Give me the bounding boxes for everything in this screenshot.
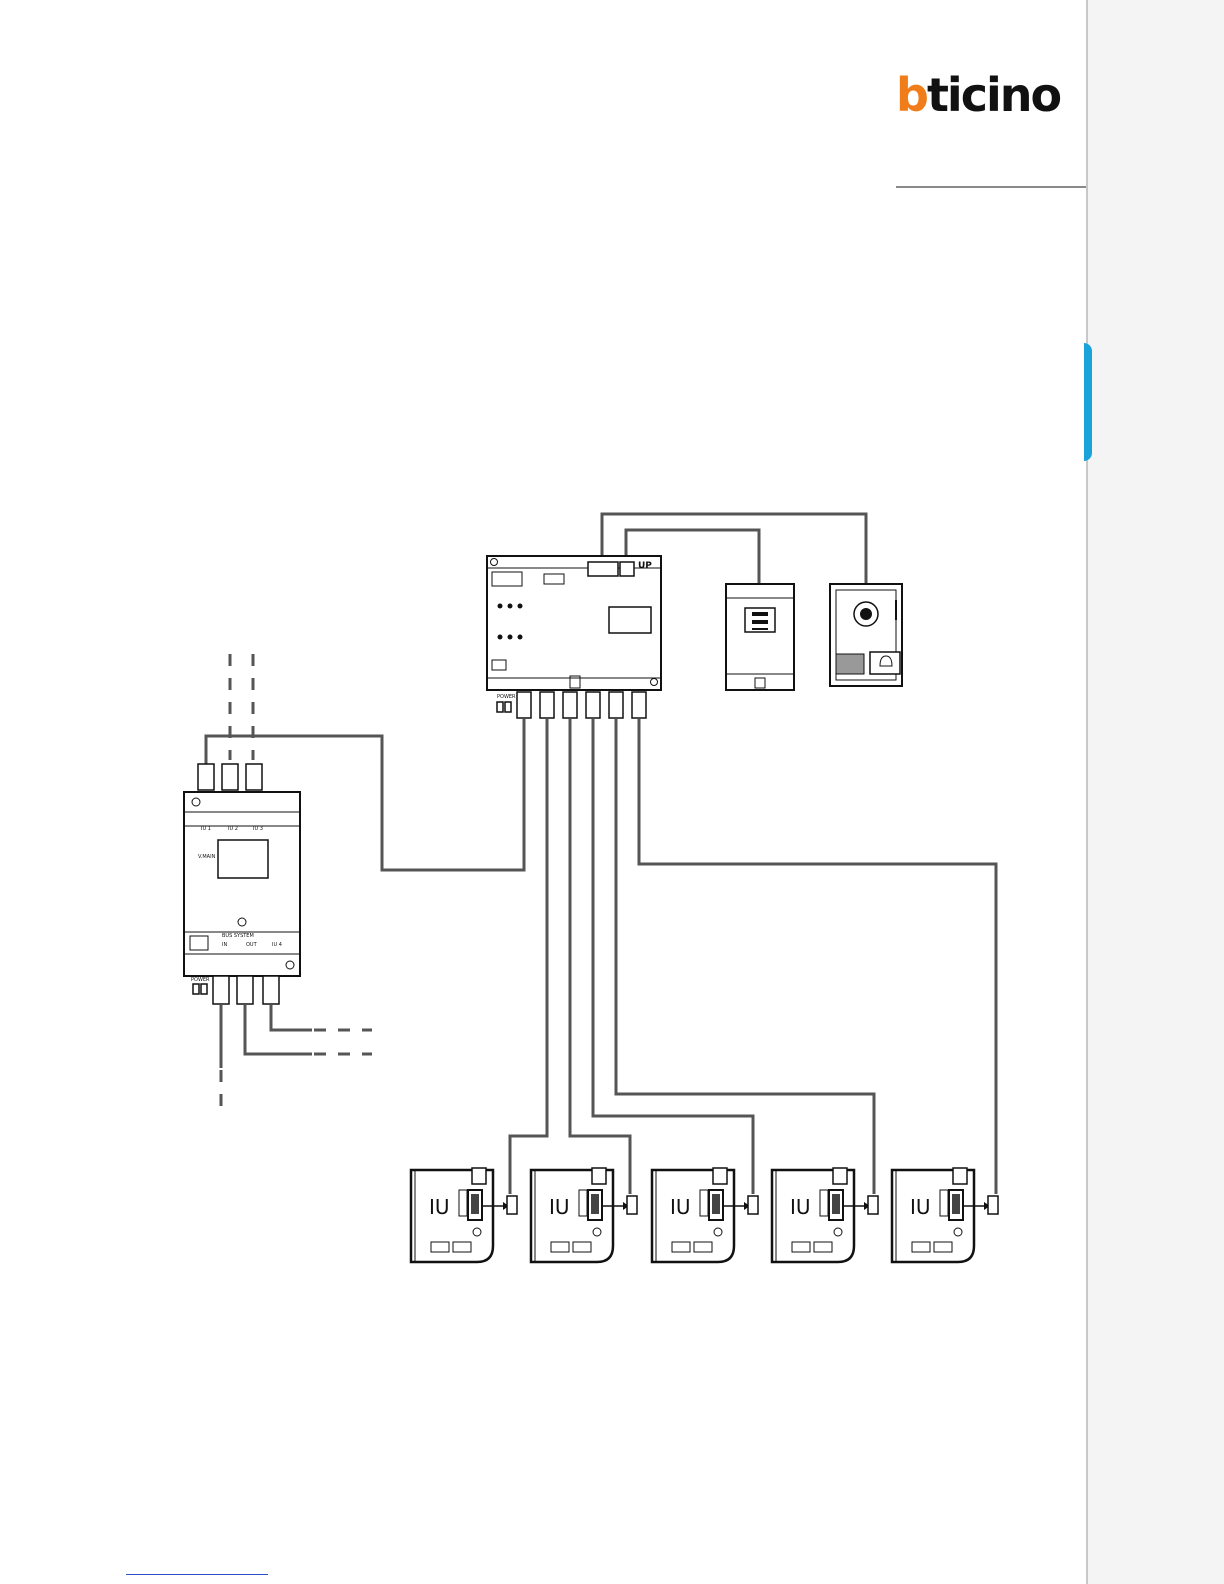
supply-window (218, 840, 268, 878)
distributor-power-label: POWER (497, 694, 516, 700)
indoor-unit: IU (892, 1168, 998, 1262)
audio-module (726, 584, 794, 690)
distributor: UP POWER (487, 556, 661, 718)
indoor-unit-label: IU (670, 1195, 691, 1219)
indoor-unit: IU (531, 1168, 637, 1262)
distributor-body (487, 556, 661, 690)
supply-top-connectors (198, 764, 262, 790)
rj-connector (627, 1196, 637, 1214)
supply-input-3-label: IU 3 (253, 826, 263, 832)
wire-out-5 (639, 719, 996, 1194)
indoor-unit-label: IU (790, 1195, 811, 1219)
power-supply: IU 1 IU 2 IU 3 V.MAIN BUS SYSTEM IN OUT … (184, 764, 300, 1004)
wire-supply-out-c (271, 1005, 312, 1030)
indoor-unit: IU (411, 1168, 517, 1262)
supply-bus-label: BUS SYSTEM (222, 933, 254, 939)
rj-connector (988, 1196, 998, 1214)
rj-connector (868, 1196, 878, 1214)
wire-out-1 (510, 719, 547, 1194)
speaker-grille (836, 654, 864, 674)
supply-input-1-label: IU 1 (201, 826, 211, 832)
rj-connector (507, 1196, 517, 1214)
indoor-unit: IU (772, 1168, 878, 1262)
indoor-unit-label: IU (429, 1195, 450, 1219)
wire-out-2 (570, 719, 630, 1194)
supply-input-2-label: IU 2 (228, 826, 238, 832)
indoor-units: IU IU IU IU IU (411, 1168, 998, 1262)
supply-bus-out-label: OUT (246, 942, 258, 948)
call-button (870, 652, 900, 674)
indoor-unit-label: IU (549, 1195, 570, 1219)
indoor-unit-label: IU (910, 1195, 931, 1219)
wire-out-4 (616, 719, 874, 1194)
supply-body (184, 792, 300, 976)
supply-out-label: IU 4 (272, 942, 282, 948)
entrance-panel (830, 584, 902, 686)
supply-power-label: POWER (191, 977, 210, 983)
supply-name-label: V.MAIN (198, 854, 216, 860)
supply-bus-in-label: IN (222, 942, 227, 948)
indoor-unit: IU (652, 1168, 758, 1262)
distributor-connectors (497, 692, 646, 718)
distributor-up-label: UP (638, 561, 652, 571)
rj-connector (748, 1196, 758, 1214)
